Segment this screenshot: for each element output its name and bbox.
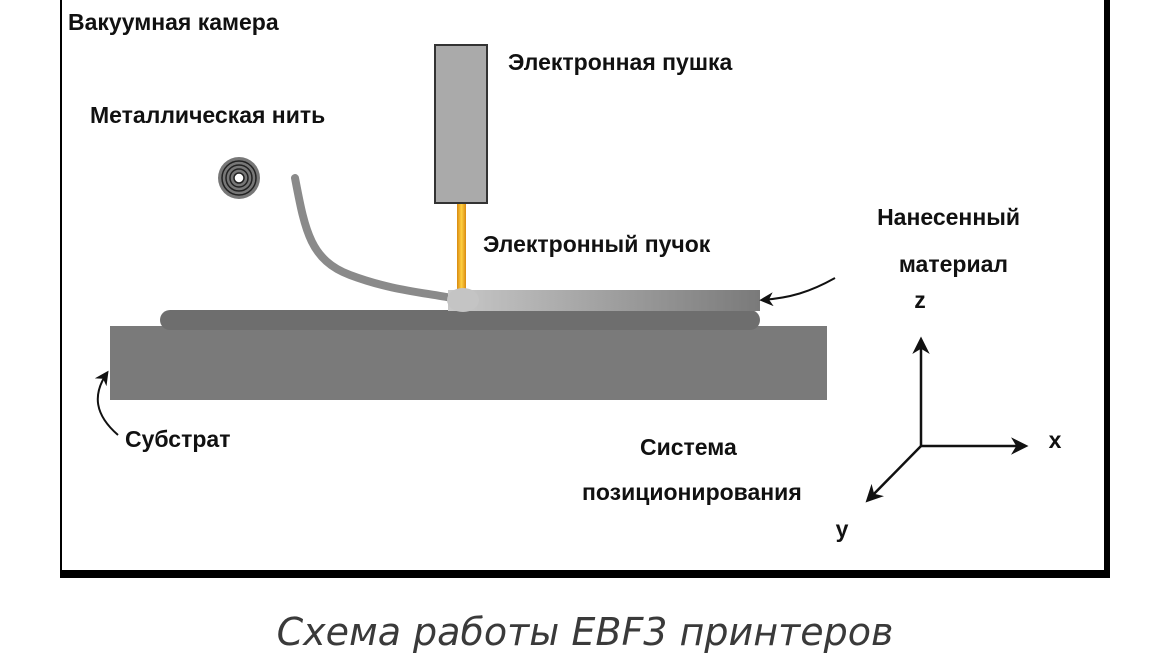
first-layer <box>160 310 760 330</box>
x-axis-label: x <box>1049 427 1062 453</box>
substrate-arrow <box>94 370 119 436</box>
positioning-label-line1: Система <box>640 434 737 460</box>
melt-pool <box>447 288 479 312</box>
beam-label: Электронный пучок <box>483 231 711 257</box>
wire-spool <box>218 157 260 199</box>
z-axis-label: z <box>914 287 926 313</box>
metal-wire <box>291 174 456 302</box>
wire-label: Металлическая нить <box>90 102 325 128</box>
deposited-material <box>448 290 760 311</box>
substrate <box>110 326 827 400</box>
y-axis-arrow <box>865 445 922 503</box>
electron-gun <box>434 44 488 204</box>
electron-beam <box>457 204 466 292</box>
chamber-label: Вакуумная камера <box>68 9 279 35</box>
figure-caption: Схема работы EBF3 принтеров <box>277 610 894 654</box>
axes <box>865 336 1029 503</box>
deposit-arrow <box>759 277 836 307</box>
positioning-label-line2: позиционирования <box>582 479 802 505</box>
y-axis-label: y <box>836 516 849 542</box>
vacuum-chamber-frame <box>60 0 1110 578</box>
deposit-label-line2: материал <box>899 251 1008 277</box>
gun-label: Электронная пушка <box>508 49 733 75</box>
substrate-label: Субстрат <box>125 426 230 452</box>
deposit-label-line1: Нанесенный <box>877 204 1020 230</box>
